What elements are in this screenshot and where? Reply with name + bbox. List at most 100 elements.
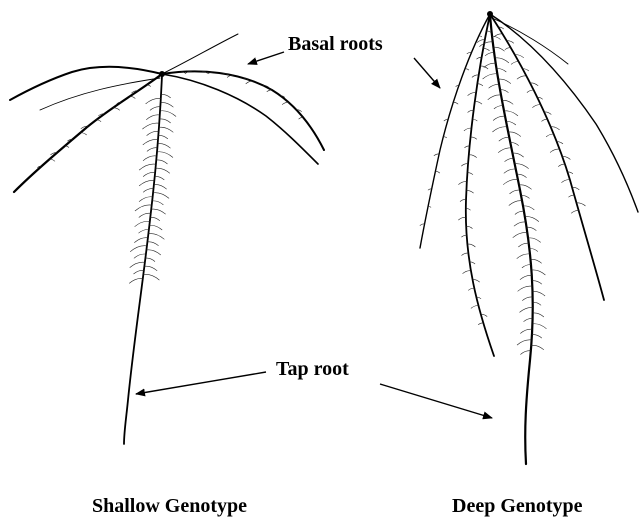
lateral-root-hair <box>160 111 176 117</box>
lateral-root-hair <box>147 148 157 152</box>
shallow-basal-root-left-upper <box>10 67 162 100</box>
lateral-root-hair <box>561 180 570 183</box>
deep-basal-root-left-outer <box>420 14 490 248</box>
lateral-root-hair <box>533 313 544 317</box>
lateral-root-hair <box>150 217 160 221</box>
lateral-root-hair <box>149 225 162 230</box>
lateral-root-hair <box>150 107 160 111</box>
lateral-root-hair <box>129 278 143 283</box>
shallow-genotype-plant <box>10 34 324 444</box>
lateral-root-hair <box>155 176 165 180</box>
lateral-root-hair <box>483 49 489 51</box>
lateral-root-hair <box>469 155 477 158</box>
lateral-root-hair <box>527 90 534 92</box>
lateral-root-hair <box>158 135 168 139</box>
shallow-basal-root-thin <box>162 34 238 74</box>
lateral-root-hair <box>143 189 153 193</box>
lateral-root-hair <box>130 246 147 252</box>
lateral-root-hair <box>130 262 145 267</box>
shallow-lateral-roots <box>37 71 303 283</box>
deep-basal-root-right-fine <box>492 18 568 64</box>
lateral-root-hair <box>503 179 518 184</box>
lateral-root-hair <box>520 308 533 313</box>
lateral-root-hair <box>519 185 532 190</box>
lateral-root-hair <box>568 195 574 197</box>
lateral-root-hair <box>479 36 482 37</box>
lateral-root-hair <box>532 281 542 285</box>
lateral-root-hair <box>533 324 547 329</box>
lateral-root-hair <box>156 168 170 173</box>
lateral-root-hair <box>135 205 152 211</box>
deep-root-crown <box>487 11 493 17</box>
lateral-root-hair <box>542 119 548 121</box>
deep-lateral-roots <box>420 27 586 354</box>
lateral-root-hair <box>161 103 174 108</box>
lateral-root-hair <box>532 335 542 339</box>
lateral-root-hair <box>146 250 160 255</box>
lateral-root-hair <box>143 156 157 161</box>
lateral-root-hair <box>458 182 466 185</box>
deep-genotype-label: Deep Genotype <box>452 495 583 517</box>
lateral-root-hair <box>478 323 483 325</box>
lateral-root-hair <box>532 105 541 108</box>
lateral-root-hair <box>509 201 522 206</box>
lateral-root-hair <box>152 201 163 205</box>
deep-basal-root-left <box>466 14 494 356</box>
lateral-root-hair <box>471 137 477 139</box>
lateral-root-hair <box>134 254 146 258</box>
lateral-root-hair <box>510 190 521 194</box>
lateral-root-hair <box>528 238 541 243</box>
lateral-root-hair <box>518 243 529 247</box>
lateral-root-hair <box>522 265 531 268</box>
lateral-root-hair <box>157 152 173 158</box>
lateral-root-hair <box>492 127 507 132</box>
lateral-root-hair <box>517 340 532 345</box>
lateral-root-hair <box>134 270 144 274</box>
shallow-basal-root-left-fine <box>40 78 160 110</box>
lateral-root-hair <box>148 234 164 240</box>
lateral-root-hair <box>533 291 546 296</box>
lateral-root-hair <box>485 53 494 56</box>
lateral-root-hair <box>475 102 482 105</box>
lateral-root-hair <box>159 127 173 132</box>
lateral-root-hair <box>520 329 532 333</box>
lateral-root-hair <box>558 164 565 166</box>
lateral-root-hair <box>299 117 304 119</box>
lateral-root-hair <box>467 244 475 247</box>
lateral-root-hair <box>489 84 500 88</box>
lateral-root-hair <box>511 62 519 65</box>
lateral-root-hair <box>571 211 579 214</box>
lateral-root-hair <box>494 106 503 109</box>
lateral-root-hair <box>531 259 542 263</box>
lateral-root-hair <box>517 76 527 79</box>
lateral-root-hair <box>142 123 159 129</box>
lateral-root-hair <box>493 116 505 120</box>
lateral-root-hair <box>531 270 545 275</box>
shallow-basal-root-right-lower <box>162 74 318 164</box>
lateral-root-hair <box>515 164 529 169</box>
lateral-root-hair <box>147 242 158 246</box>
deep-basal-root-right <box>490 14 604 300</box>
lateral-root-hair <box>499 137 510 141</box>
lateral-root-hair <box>513 232 528 237</box>
lateral-root-hair <box>144 266 157 271</box>
shallow-root-crown <box>159 71 165 77</box>
lateral-root-hair <box>462 253 469 255</box>
deep-tap-root <box>490 14 533 464</box>
lateral-root-hair <box>453 102 458 104</box>
lateral-root-hair <box>161 94 171 98</box>
lateral-root-hair <box>483 74 498 79</box>
lateral-root-hair <box>145 258 155 262</box>
lateral-root-hair <box>147 131 159 135</box>
lateral-root-hair <box>143 172 155 176</box>
lateral-root-hair <box>546 134 554 137</box>
lateral-root-hair <box>514 222 526 226</box>
lateral-root-hair <box>504 111 518 116</box>
lateral-root-hair <box>466 191 473 194</box>
lateral-root-hair <box>471 306 479 309</box>
basal-roots-arrow-left <box>248 52 284 64</box>
lateral-root-hair <box>139 197 153 202</box>
lateral-root-hair <box>139 213 151 217</box>
lateral-root-hair <box>463 271 471 274</box>
lateral-root-hair <box>158 144 171 149</box>
